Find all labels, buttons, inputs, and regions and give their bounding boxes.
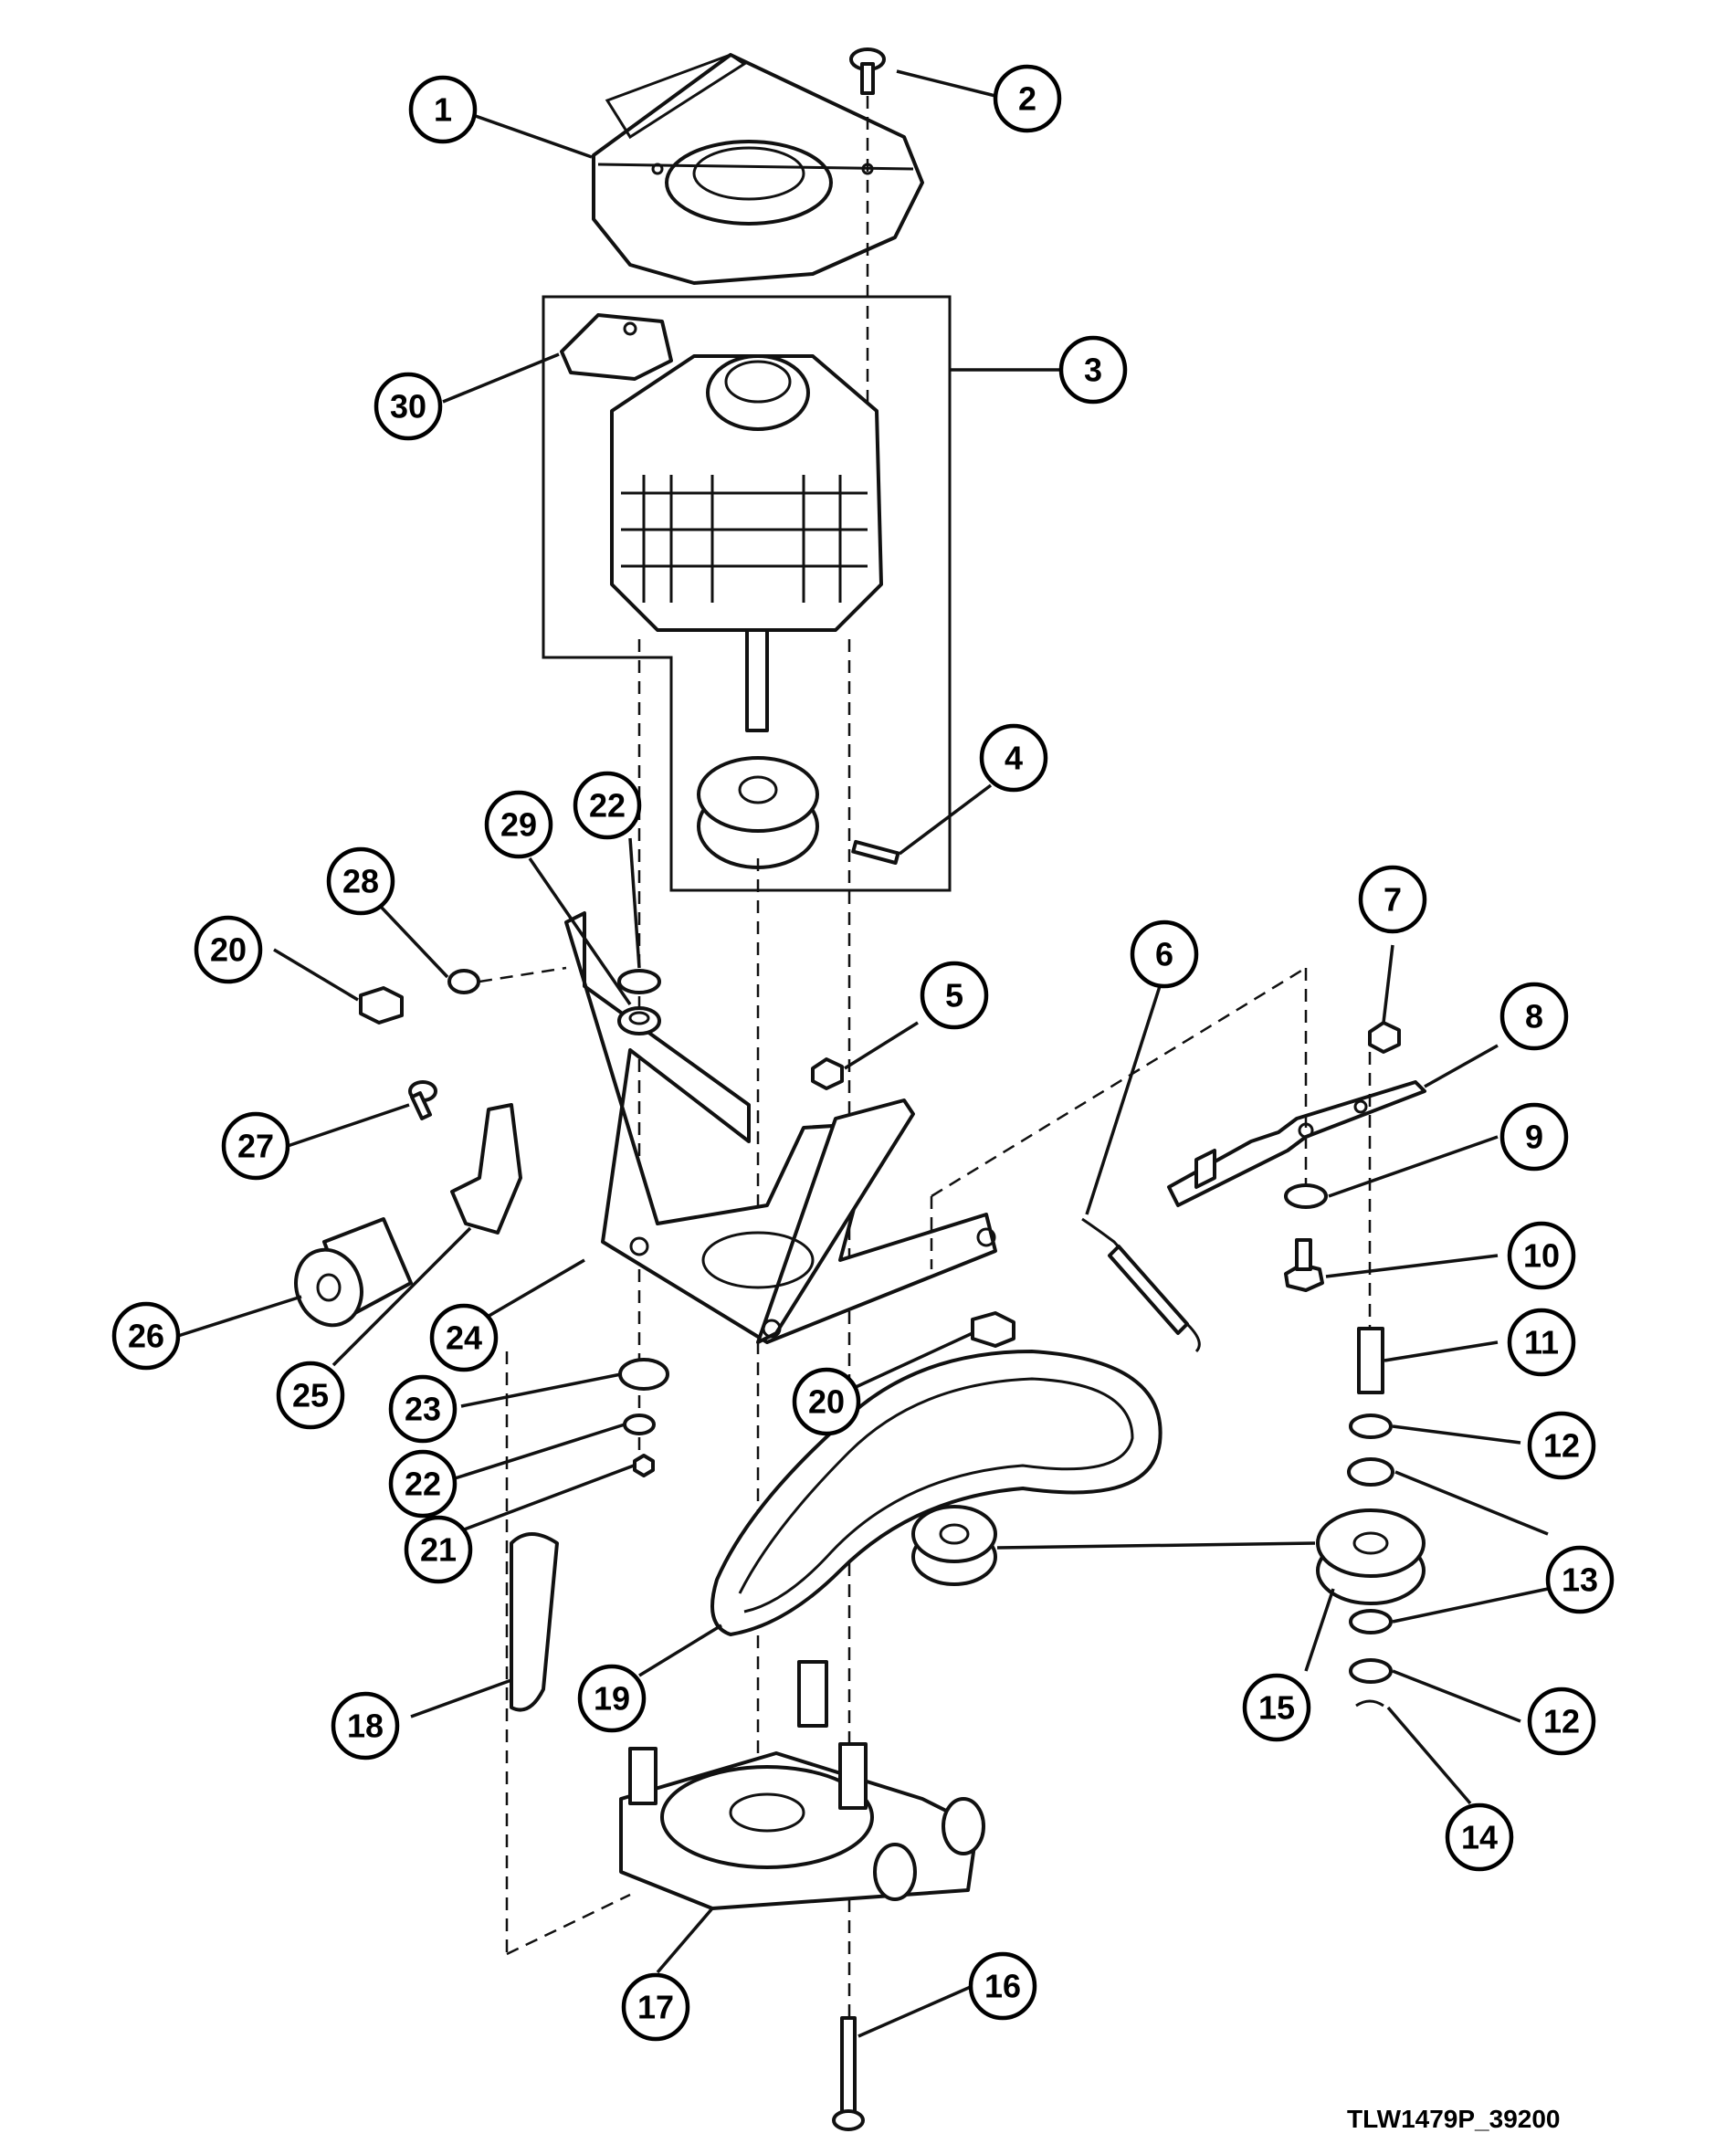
- idler-spring-part: [930, 966, 1307, 1353]
- callout-22-upper-label: 22: [589, 787, 626, 825]
- callout-20-right: 20: [792, 1367, 861, 1436]
- callout-5-label: 5: [945, 977, 963, 1014]
- callout-24-label: 24: [446, 1319, 482, 1357]
- callout-16-label: 16: [984, 1968, 1021, 2005]
- callout-23: 23: [388, 1374, 458, 1444]
- callout-9-label: 9: [1525, 1119, 1543, 1156]
- callout-28: 28: [326, 846, 395, 916]
- callout-2: 2: [993, 64, 1062, 133]
- drive-pulley-part: [697, 756, 900, 869]
- callout-6: 6: [1130, 920, 1199, 989]
- callout-28-label: 28: [342, 863, 379, 900]
- callout-29-label: 29: [500, 806, 537, 844]
- callout-21-label: 21: [420, 1531, 457, 1569]
- callout-19: 19: [577, 1664, 647, 1733]
- callout-2-label: 2: [1018, 80, 1036, 118]
- callout-13-label: 13: [1562, 1561, 1598, 1599]
- callout-10-label: 10: [1523, 1237, 1560, 1275]
- callout-16: 16: [968, 1951, 1037, 2021]
- motor-cover-part: [592, 53, 924, 285]
- callout-20-left: 20: [194, 915, 263, 984]
- idler-pulley-assembly-part: [911, 1505, 997, 1586]
- callout-12-lower-label: 12: [1543, 1703, 1580, 1740]
- motor-switch-part: [560, 313, 673, 381]
- callout-20-right-label: 20: [808, 1383, 845, 1421]
- callout-14: 14: [1445, 1802, 1514, 1872]
- callout-22-upper: 22: [573, 771, 642, 840]
- cover-screw-part: [849, 47, 886, 420]
- callout-8-label: 8: [1525, 998, 1543, 1035]
- callout-12-upper: 12: [1527, 1411, 1596, 1480]
- bracket-bolt-left-part: [359, 966, 567, 1025]
- callout-30-label: 30: [390, 388, 426, 426]
- hose-clip-part: [510, 1532, 559, 1712]
- callout-22-lower-label: 22: [405, 1466, 441, 1503]
- motor-bracket-part: [564, 911, 997, 1344]
- callout-4: 4: [979, 723, 1048, 793]
- callout-18: 18: [331, 1691, 400, 1760]
- callout-27: 27: [221, 1111, 290, 1181]
- water-pump-part: [619, 1660, 985, 1910]
- leader-lines: [177, 69, 1549, 2038]
- callout-23-label: 23: [405, 1391, 441, 1428]
- capacitor-clamp-part: [294, 1080, 522, 1328]
- callout-25-label: 25: [292, 1377, 329, 1414]
- callout-21: 21: [404, 1515, 473, 1584]
- motor-assembly-part: [542, 295, 952, 892]
- bracket-bolt-right-part: [971, 1311, 1015, 1348]
- callout-13: 13: [1545, 1545, 1615, 1614]
- drive-belt-part: [710, 1350, 1163, 1636]
- callout-24: 24: [429, 1303, 499, 1372]
- callout-1: 1: [408, 75, 478, 144]
- callout-8: 8: [1499, 982, 1569, 1051]
- idler-pulley-stack-part: [1316, 1414, 1426, 1708]
- callout-14-label: 14: [1461, 1819, 1498, 1856]
- callout-30: 30: [374, 372, 443, 441]
- callout-4-label: 4: [1005, 740, 1023, 777]
- callout-19-label: 19: [594, 1680, 630, 1718]
- motor-grommet-upper-part: [617, 969, 661, 1035]
- callout-18-label: 18: [347, 1708, 384, 1745]
- callout-3-label: 3: [1084, 352, 1102, 389]
- callout-27-label: 27: [237, 1128, 274, 1165]
- callout-10: 10: [1507, 1221, 1576, 1290]
- callout-7-label: 7: [1384, 881, 1402, 919]
- idler-hardware-part: [1284, 1052, 1384, 1394]
- callout-9: 9: [1499, 1102, 1569, 1172]
- callout-15: 15: [1242, 1673, 1311, 1742]
- callout-12-lower: 12: [1527, 1687, 1596, 1756]
- callout-22-lower: 22: [388, 1449, 458, 1519]
- callout-17: 17: [621, 1972, 690, 2042]
- callout-11-label: 11: [1524, 1324, 1559, 1361]
- callout-17-label: 17: [637, 1989, 674, 2026]
- callout-26: 26: [111, 1301, 181, 1371]
- callout-26-label: 26: [128, 1318, 164, 1355]
- callout-3: 3: [1058, 335, 1128, 405]
- callout-15-label: 15: [1258, 1689, 1295, 1727]
- callout-11: 11: [1507, 1308, 1576, 1377]
- figure-code: TLW1479P_39200: [1347, 2105, 1561, 2133]
- idler-arm-part: [1167, 968, 1426, 1207]
- pump-bolt-part: [832, 2016, 865, 2131]
- callout-7: 7: [1358, 865, 1427, 934]
- callout-6-label: 6: [1155, 936, 1173, 973]
- callout-20-left-label: 20: [210, 931, 247, 969]
- callout-29: 29: [484, 790, 553, 859]
- motor-grommet-lower-part: [618, 1358, 669, 1477]
- bracket-nut-part: [811, 1057, 844, 1090]
- callout-25: 25: [276, 1361, 345, 1430]
- callout-12-upper-label: 12: [1543, 1427, 1580, 1465]
- callout-1-label: 1: [434, 91, 452, 129]
- callout-5: 5: [920, 961, 989, 1030]
